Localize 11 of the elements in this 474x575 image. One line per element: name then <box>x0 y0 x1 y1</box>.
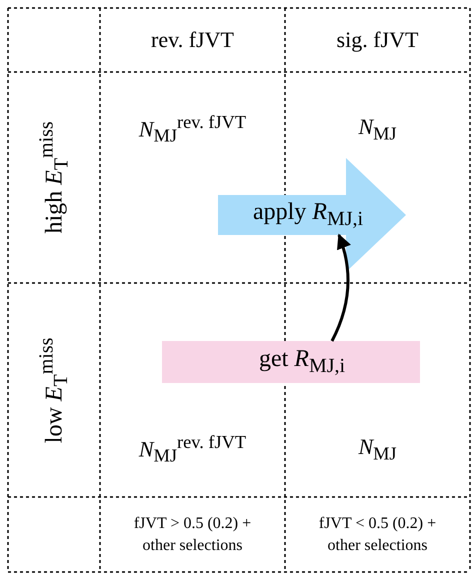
selection-note: fJVT < 0.5 (0.2) + other selections <box>318 514 438 556</box>
column-header: sig. fJVT <box>336 26 418 54</box>
curved-arrow <box>330 234 351 342</box>
cell-text: N$_{MJ}$ <box>358 113 397 146</box>
node-label: apply R$_{MJ,i}$ <box>252 198 364 232</box>
selection-note: fJVT > 0.5 (0.2) + other selections <box>132 514 252 556</box>
block-arrow <box>218 158 406 272</box>
highlight-band <box>162 341 420 383</box>
node-label: get R$_{MJ,i}$ <box>258 345 346 379</box>
column-header: rev. fJVT <box>151 26 234 54</box>
cell-text: N$_{MJ}$ <box>358 433 397 466</box>
